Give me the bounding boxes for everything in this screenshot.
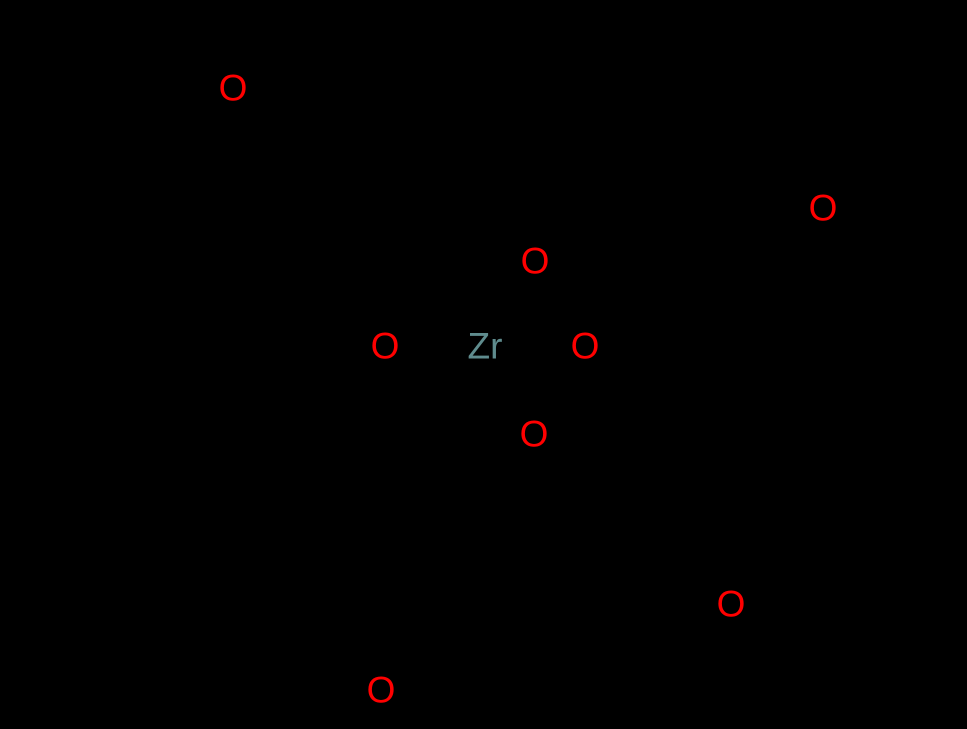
- bond: [646, 492, 733, 544]
- bond: [728, 350, 817, 402]
- coordination-bond: [509, 273, 522, 332]
- bond: [598, 358, 650, 402]
- bond: [296, 578, 383, 630]
- bond: [729, 492, 817, 544]
- bond-group: [58, 18, 907, 670]
- bond: [148, 148, 235, 202]
- bond: [646, 350, 732, 402]
- bond: [379, 578, 467, 630]
- bond: [148, 298, 240, 350]
- atom-label-oxygen-outer-bottom-right: O: [716, 583, 746, 625]
- bond: [821, 96, 907, 148]
- bond: [58, 150, 152, 202]
- bond: [570, 96, 657, 149]
- atom-label-zirconium: Zr: [467, 325, 503, 367]
- atom-label-oxygen-inner-left: O: [370, 325, 400, 367]
- bond: [236, 296, 322, 350]
- bond: [558, 228, 657, 254]
- bond: [471, 566, 558, 618]
- bond: [658, 108, 750, 162]
- atom-label-oxygen-inner-top: O: [520, 240, 550, 282]
- bond: [653, 96, 742, 149]
- atom-label-oxygen-outer-top-left: O: [218, 67, 248, 109]
- bond: [813, 492, 902, 544]
- atom-label-oxygen-outer-bottom-left: O: [366, 669, 396, 711]
- bond: [231, 148, 322, 202]
- coordination-bond: [509, 360, 524, 420]
- bond: [463, 578, 550, 630]
- bond: [738, 96, 825, 148]
- atom-label-oxygen-outer-top-right: O: [808, 187, 838, 229]
- bond: [318, 296, 377, 332]
- atom-label-oxygen-inner-right: O: [570, 325, 600, 367]
- bond: [546, 578, 634, 630]
- atom-label-oxygen-inner-bottom: O: [519, 413, 549, 455]
